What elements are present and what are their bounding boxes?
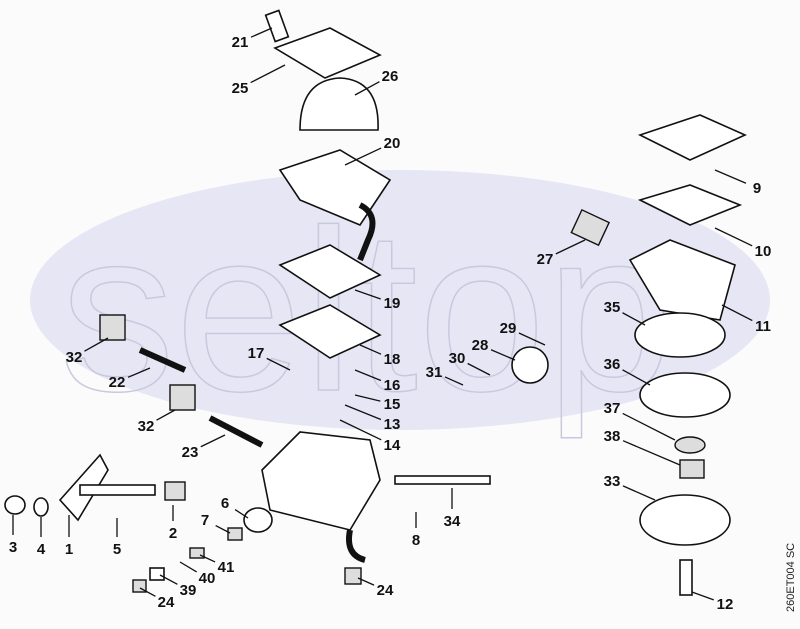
label-31: 31 [426, 364, 443, 381]
carburetor-body [261, 431, 381, 563]
label-30: 30 [449, 350, 466, 367]
label-12: 12 [717, 596, 734, 613]
pump-cover-assembly [264, 9, 392, 359]
label-19: 19 [384, 295, 401, 312]
label-29: 29 [500, 320, 517, 337]
label-13: 13 [384, 416, 401, 433]
leader-line-6 [234, 509, 249, 519]
leader-line-23 [200, 434, 226, 448]
label-28: 28 [472, 337, 489, 354]
label-41: 41 [218, 559, 235, 576]
leader-line-11 [721, 304, 753, 322]
leader-line-29 [518, 332, 546, 346]
leader-line-24 [357, 577, 375, 586]
label-35: 35 [604, 299, 621, 316]
small-parts [4, 314, 491, 593]
part-labels: 2125262091027113519292830311732221816151… [9, 34, 772, 613]
label-6: 6 [221, 495, 229, 512]
leader-line-25 [250, 64, 286, 84]
leader-line-9 [714, 169, 747, 184]
leader-line-26 [354, 81, 380, 96]
leader-line-19 [354, 289, 381, 300]
label-2: 2 [169, 525, 177, 542]
label-8: 8 [412, 532, 420, 549]
label-37: 37 [604, 400, 621, 417]
label-24: 24 [158, 594, 175, 611]
leader-line-12 [691, 591, 714, 601]
label-3: 3 [9, 539, 17, 556]
leader-line-32 [84, 337, 109, 352]
label-4: 4 [37, 541, 46, 558]
label-15: 15 [384, 396, 401, 413]
leader-line-18 [359, 344, 382, 355]
leader-line-40 [179, 561, 198, 573]
leader-line-20 [344, 147, 382, 166]
leader-line-31 [444, 376, 464, 386]
label-21: 21 [232, 34, 249, 51]
leader-line-33 [622, 485, 656, 501]
leader-line-10 [714, 227, 753, 247]
label-22: 22 [109, 374, 126, 391]
label-36: 36 [604, 356, 621, 373]
label-17: 17 [248, 345, 265, 362]
watermark: seltop [60, 182, 674, 439]
label-39: 39 [180, 582, 197, 599]
label-34: 34 [444, 513, 461, 530]
label-1: 1 [65, 541, 73, 558]
leader-line-36 [622, 369, 651, 386]
leader-line-21 [250, 27, 273, 38]
leader-line-27 [555, 239, 586, 255]
label-38: 38 [604, 428, 621, 445]
leader-line-30 [467, 362, 491, 376]
label-20: 20 [384, 135, 401, 152]
leader-line-16 [354, 369, 382, 382]
leader-line-32 [156, 409, 176, 421]
label-18: 18 [384, 351, 401, 368]
leader-lines [12, 27, 753, 601]
leader-line-15 [354, 394, 381, 402]
leader-line-17 [266, 357, 291, 371]
label-25: 25 [232, 80, 249, 97]
label-5: 5 [113, 541, 121, 558]
leader-line-28 [490, 349, 516, 361]
leader-line-38 [622, 440, 681, 466]
label-9: 9 [753, 180, 761, 197]
leader-line-24 [139, 587, 156, 597]
label-7: 7 [201, 512, 209, 529]
leader-line-35 [622, 312, 646, 326]
right-stack-assembly [511, 114, 747, 596]
label-11: 11 [755, 318, 771, 335]
leader-line-41 [199, 554, 216, 563]
label-40: 40 [199, 570, 216, 587]
label-26: 26 [382, 68, 399, 85]
label-27: 27 [537, 251, 554, 268]
leader-line-39 [159, 574, 178, 585]
label-14: 14 [384, 437, 401, 454]
leader-line-37 [622, 412, 676, 441]
label-32: 32 [138, 418, 155, 435]
leader-line-14 [339, 419, 382, 441]
label-23: 23 [182, 444, 199, 461]
label-10: 10 [755, 243, 772, 260]
label-24: 24 [377, 582, 394, 599]
leader-line-7 [215, 524, 231, 534]
label-33: 33 [604, 473, 621, 490]
label-16: 16 [384, 377, 401, 394]
leader-line-13 [344, 404, 382, 421]
drawing-code: 260ET004 SC [785, 543, 797, 612]
leader-line-22 [127, 367, 151, 378]
label-32: 32 [66, 349, 83, 366]
